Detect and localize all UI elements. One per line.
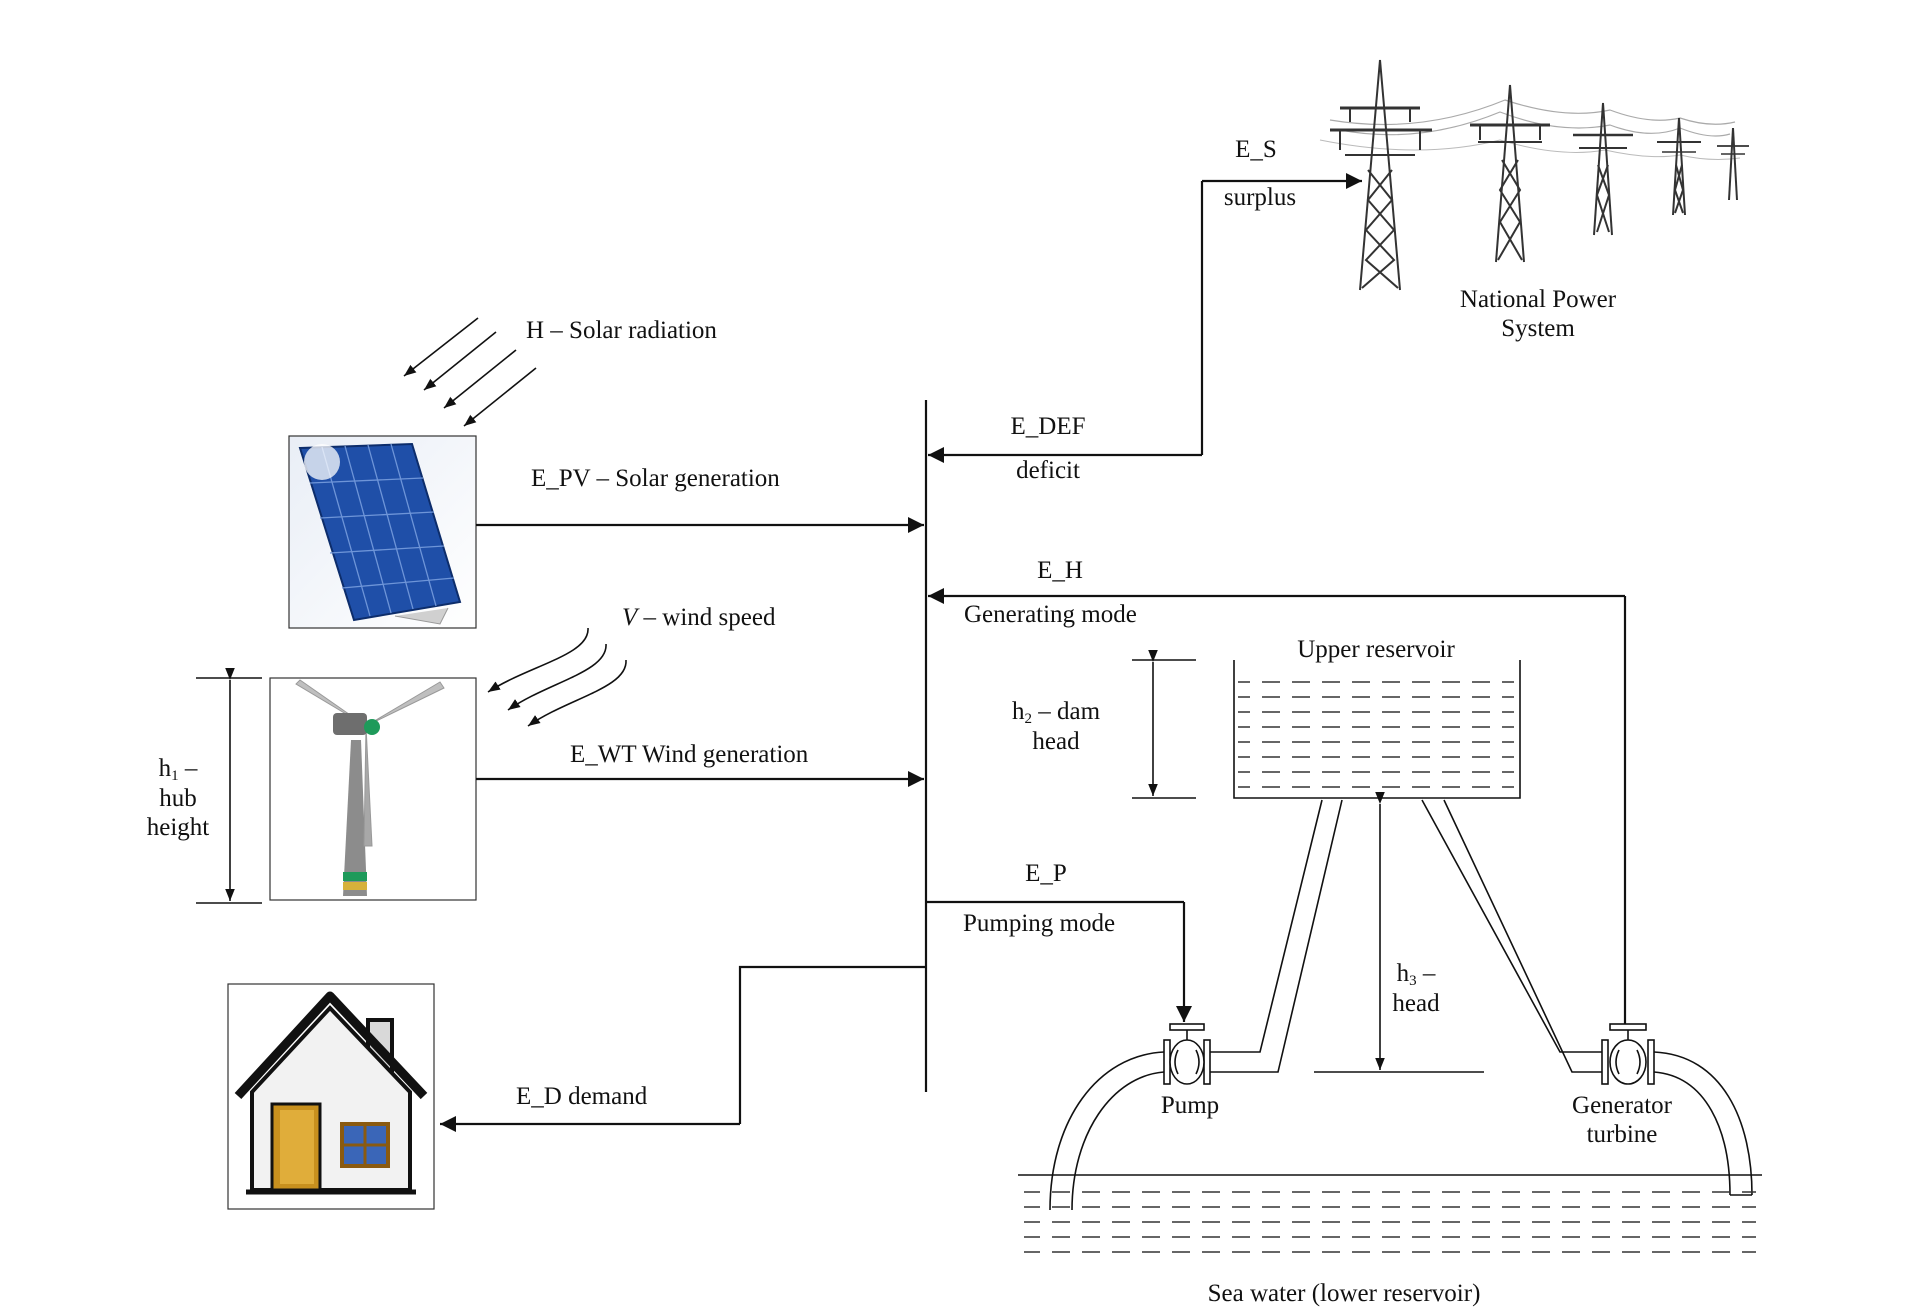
generator-line2: turbine (1586, 1120, 1658, 1148)
wind-speed-symbol: V (622, 604, 638, 631)
national-power-line1: National Power (1459, 286, 1617, 313)
h2-text: – dam (1031, 698, 1101, 725)
national-power-label: National Power System (1460, 286, 1616, 344)
h3-symbol: h (1396, 960, 1410, 987)
generating-mode-label: Generating mode (964, 601, 1137, 628)
dam-head-label: h2 – dam head (1012, 698, 1100, 757)
valve-icon (1163, 1023, 1211, 1085)
hub-height-line1: h1 – (147, 755, 210, 785)
hub-height-label: h1 – hub height (147, 755, 210, 843)
e-s-label: E_S (1235, 136, 1277, 163)
dam-head-dimension (1132, 650, 1196, 799)
h1-text: – (178, 755, 198, 782)
pump-label: Pump (1160, 1092, 1220, 1119)
h2-symbol: h (1011, 698, 1025, 725)
solar-radiation-arrows (403, 317, 537, 427)
upper-reservoir (1233, 660, 1521, 799)
e-def-label: E_DEF (1010, 413, 1086, 440)
wind-speed-text: – wind speed (637, 604, 776, 631)
h3-head-dimension (1314, 792, 1484, 1073)
e-p-label: E_P (1025, 860, 1067, 887)
h1-subscript: 1 (171, 768, 179, 784)
wind-turbine-icon (269, 677, 477, 901)
h3-subscript: 3 (1409, 973, 1417, 989)
generator-line1: Generator (1572, 1092, 1672, 1119)
solar-generation-label: E_PV – Solar generation (531, 465, 780, 492)
pipe-network (1049, 799, 1753, 1211)
upper-reservoir-label: Upper reservoir (1297, 636, 1455, 663)
demand-label: E_D demand (516, 1083, 648, 1110)
surplus-label: surplus (1223, 184, 1297, 211)
h2-subscript: 2 (1024, 711, 1032, 727)
solar-radiation-label: H – Solar radiation (526, 317, 717, 344)
sea-water (1018, 1174, 1762, 1262)
h3-head-line2: head (1392, 990, 1440, 1018)
wind-speed-arrows (487, 627, 627, 727)
hub-height-line2: hub (159, 785, 197, 813)
house-icon (227, 983, 435, 1210)
demand-line (738, 965, 926, 1124)
e-h-label: E_H (1037, 557, 1083, 584)
dam-head-line2: head (1032, 728, 1080, 756)
hub-height-line3: height (146, 814, 210, 841)
h1-symbol: h (158, 755, 172, 782)
wind-speed-label: V – wind speed (622, 604, 775, 633)
power-pylon-icon (1319, 59, 1749, 291)
solar-panel-icon (288, 435, 477, 629)
sea-water-label: Sea water (lower reservoir) (1207, 1280, 1481, 1307)
generator-turbine-label: Generator turbine (1572, 1092, 1672, 1150)
h3-head-label: h3 – head (1392, 960, 1439, 1019)
h3-text: – (1416, 960, 1436, 987)
pumping-mode-label: Pumping mode (963, 910, 1116, 937)
wind-generation-label: E_WT Wind generation (570, 741, 809, 768)
deficit-label: deficit (1016, 457, 1080, 484)
hub-height-dimension (196, 668, 262, 904)
dam-head-line1: h2 – dam (1012, 698, 1100, 728)
valve-icon (1601, 1023, 1655, 1085)
national-power-line2: System (1501, 314, 1575, 342)
h3-head-line1: h3 – (1392, 960, 1439, 990)
